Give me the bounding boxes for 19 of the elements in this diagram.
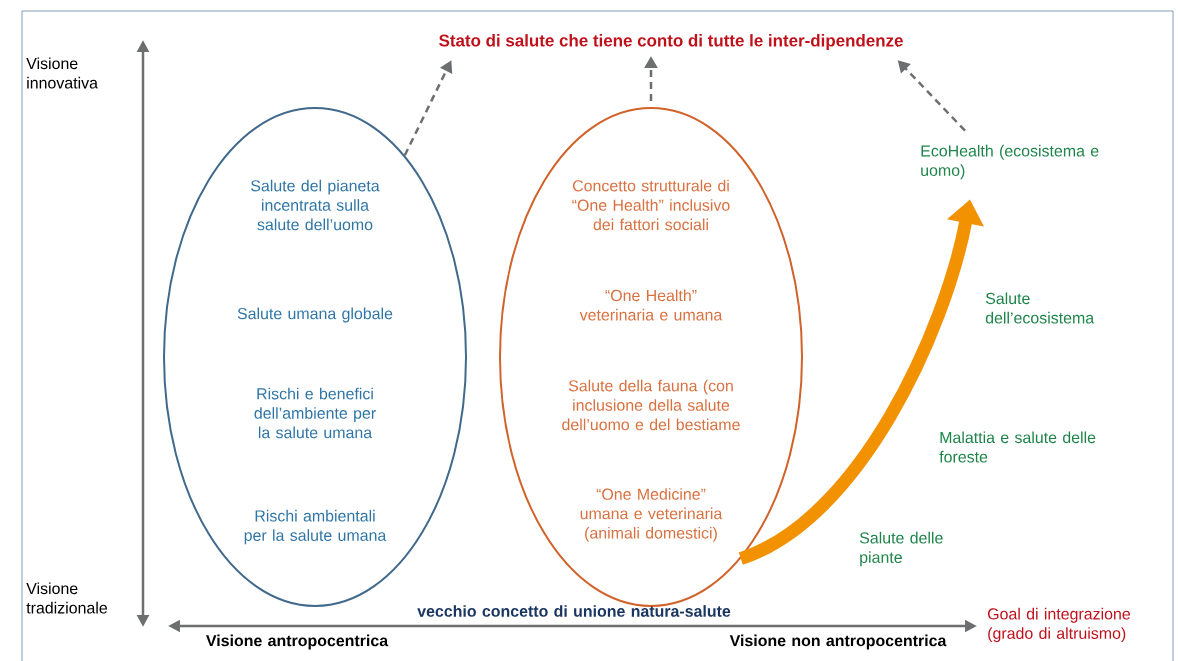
curve-label: Malattia e salute delle foreste [939, 431, 1096, 463]
axis-label: Visione tradizionale [26, 582, 107, 614]
axis-label: Visione non antropocentrica [729, 634, 947, 650]
ellipse-label: Rischi ambientali per la salute umana [244, 509, 387, 545]
ellipse-label: “One Medicine” umana e veterinaria (animali domestici) [580, 488, 723, 542]
ellipse-label: Salute della fauna (con inclusione della salute dell’uomo e del bestiame [562, 379, 740, 431]
ellipse-label: Salute umana globale [237, 307, 393, 323]
axis-label: Visione innovativa [26, 57, 98, 89]
ellipse-label: Salute del pianeta incentrata sulla salute dell’uomo [251, 179, 380, 231]
curve-label: Salute delle piante [859, 531, 943, 567]
ellipse-label: Concetto strutturale di “One Health” inclusivo dei fattori sociali [572, 179, 730, 231]
node-label: EcoHealth (ecosistema e uomo) [921, 144, 1099, 180]
curve-label: Salute dell’ecosistema [985, 292, 1095, 324]
ellipse-label: “One Health” veterinaria e umana [579, 289, 723, 321]
axis-label: Visione antropocentrica [206, 634, 389, 650]
heading: Stato di salute che tiene conto di tutte le inter-dipendenze [439, 34, 903, 50]
axis-caption: vecchio concetto di unione natura-salute [417, 605, 731, 617]
ellipse-label: Rischi e benefici dell’ambiente per la salute umana [254, 387, 376, 439]
axis-label: Goal di integrazione (grado di altruismo) [988, 607, 1130, 643]
